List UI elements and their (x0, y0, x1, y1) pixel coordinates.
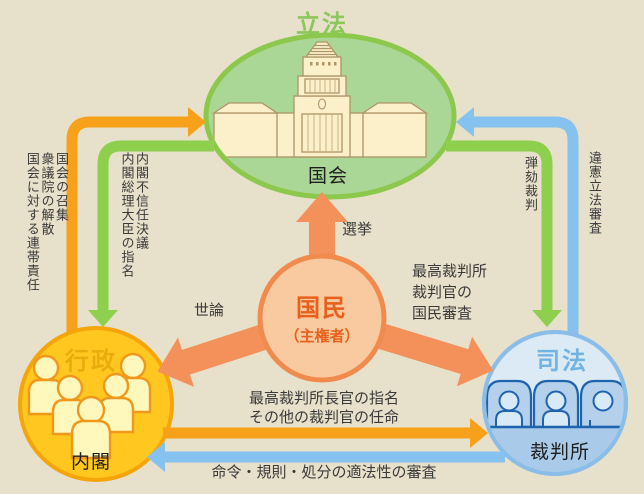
diet-label: 国会 (307, 165, 348, 187)
legislative-title: 立法 (296, 10, 348, 38)
people-label: 国民 （主権者） (262, 288, 382, 346)
label-court-to-cabinet: 命令・規則・処分の適法性の審査 (211, 463, 437, 481)
label-diet-to-court: 弾劾裁判 (522, 156, 537, 212)
label-people-to-diet: 選挙 (342, 220, 373, 238)
cabinet-label: 内閣 (70, 451, 111, 473)
arrow-people-to-diet (296, 192, 348, 262)
people-title: 国民 (296, 294, 348, 322)
label-people-to-cabinet: 世論 (194, 301, 225, 319)
arrow-court-to-diet (456, 107, 579, 338)
label-cabinet-to-diet: 国会の召集 衆議院の解散 国会に対する連帯責任 (23, 152, 68, 292)
executive-circle (18, 326, 174, 482)
judicial-circle (482, 330, 628, 476)
legislative-ellipse (203, 32, 457, 200)
arrow-people-to-court (371, 321, 494, 387)
label-diet-to-cabinet: 内閣不信任決議 内閣総理大臣の指名 (118, 152, 148, 278)
label-cabinet-to-court: 最高裁判所長官の指名 その他の裁判官の任命 (248, 389, 399, 426)
arrow-diet-to-cabinet (88, 140, 214, 327)
judges-icon (486, 379, 624, 472)
arrow-cabinet-to-court (163, 418, 488, 448)
arrow-cabinet-to-diet (66, 107, 206, 336)
arrow-people-to-cabinet (157, 322, 273, 387)
executive-title: 行政 (65, 347, 117, 375)
people-circle (257, 253, 387, 383)
label-people-to-court: 最高裁判所 裁判官の 国民審査 (412, 262, 488, 322)
arrow-diet-to-court (446, 140, 562, 327)
diet-building-icon (211, 41, 429, 158)
people-subtitle: （主権者） (284, 327, 360, 345)
cabinet-people-icon (27, 352, 152, 460)
label-court-to-diet: 違憲立法審査 (586, 151, 601, 235)
judicial-title: 司法 (536, 347, 588, 375)
arrow-court-to-cabinet (147, 442, 505, 472)
court-label: 裁判所 (529, 441, 590, 463)
